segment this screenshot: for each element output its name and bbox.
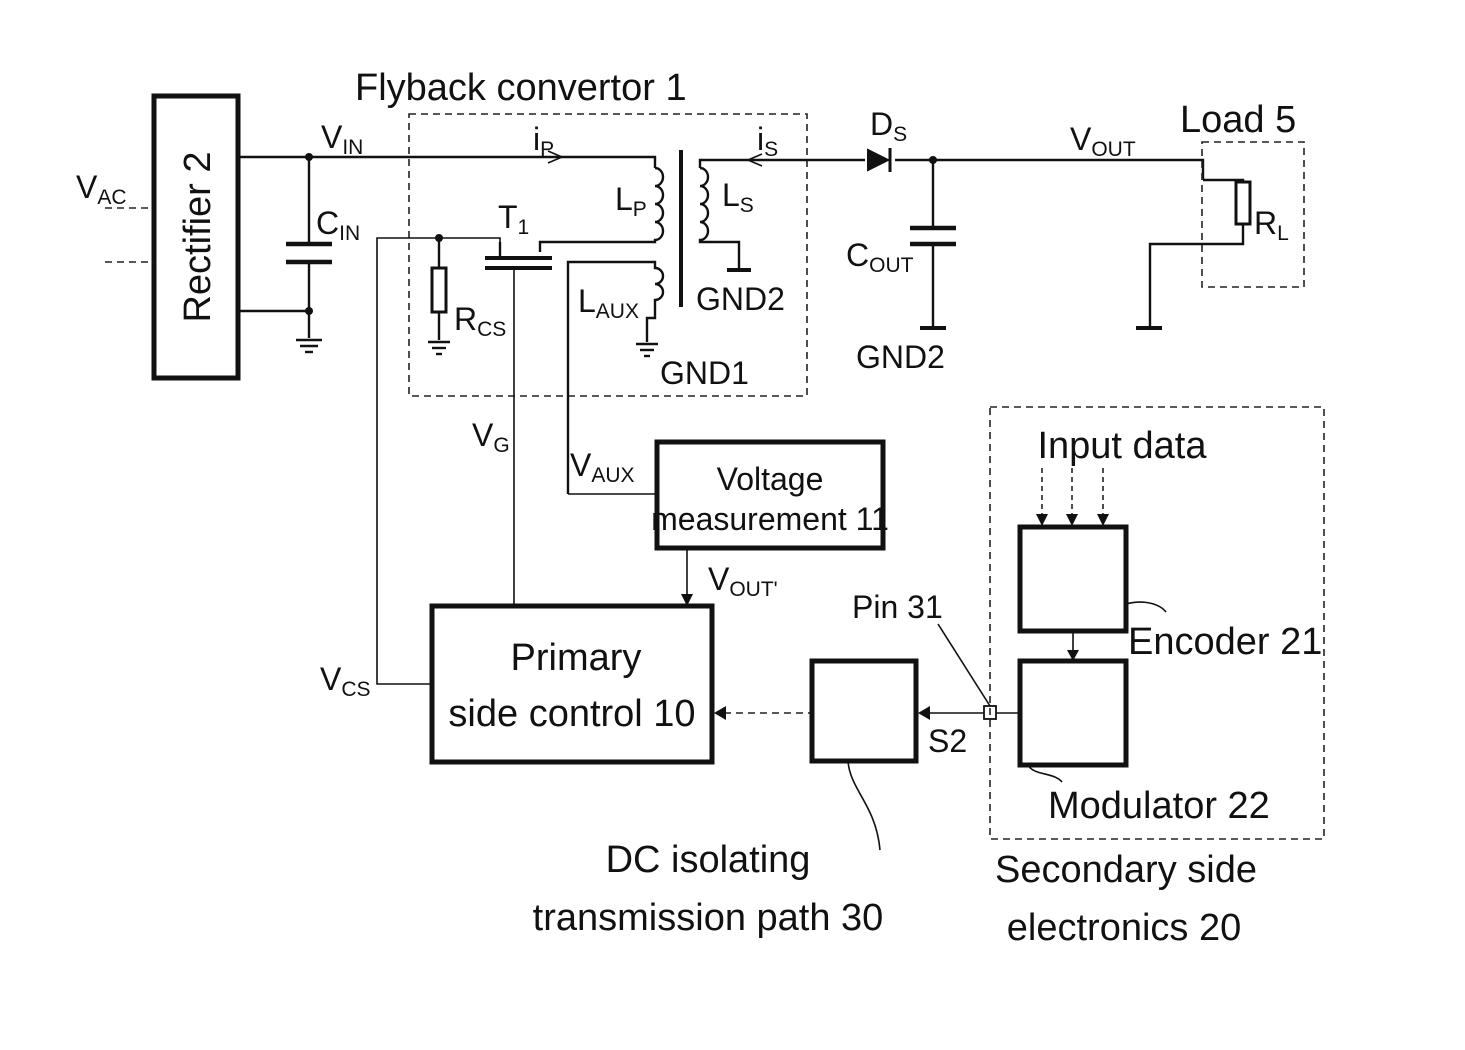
primary-side-control-label-line1: Primary [511,637,642,679]
gnd2-transformer-label: GND2 [696,281,785,317]
vout-measured-label: VOUT' [708,561,778,601]
dc-isolating-path-block [812,661,916,761]
ip-label: iP [533,121,554,161]
t1-label: T1 [498,199,529,239]
modulator-label: Modulator 22 [1048,785,1270,827]
ground-symbol-gnd1 [636,344,658,356]
rectifier-label: Rectifier 2 [177,151,219,322]
primary-side-control-label-line2: side control 10 [448,693,695,735]
modulator-leader [1028,765,1062,782]
rl-label: RL [1254,205,1289,245]
primary-side-control-block [432,606,712,762]
vg-label: VG [472,417,510,457]
ls-label: LS [722,177,754,217]
secondary-side-label-line1: Secondary side [995,849,1257,891]
input-data-arrows [1036,468,1109,526]
s2-label: S2 [928,723,967,759]
vaux-label: VAUX [570,447,635,487]
laux-label: LAUX [578,283,639,323]
cin-label: CIN [316,205,360,245]
lp-label: LP [615,181,647,221]
secondary-side-label-line2: electronics 20 [1007,907,1241,949]
is-label: iS [757,121,778,161]
flyback-convertor-label: Flyback convertor 1 [355,67,687,109]
load-resistor-rl [1236,182,1250,224]
encoder-label: Encoder 21 [1128,621,1322,663]
ground-symbol-rcs [428,342,450,354]
encoder-leader [1126,602,1166,612]
voltage-measurement-label-line1: Voltage [717,461,824,497]
diode-ds [868,148,890,172]
pin-31-label: Pin 31 [852,589,943,625]
ground-symbol-cin [296,340,322,352]
vcs-label: VCS [320,661,371,701]
vac-label: VAC [76,169,127,209]
dc-path-leader [848,761,880,850]
load-region [1202,142,1304,287]
feedback-arrow [714,706,726,720]
load-label: Load 5 [1180,99,1296,141]
rectifier-return-node [305,307,313,315]
dc-path-label-line2: transmission path 30 [533,897,884,939]
rcs-label: RCS [454,301,506,341]
input-data-label: Input data [1037,425,1207,467]
vout-label: VOUT [1070,121,1136,161]
pin-31-leader [938,624,990,706]
gnd1-label: GND1 [660,355,749,391]
dc-path-label-line1: DC isolating [606,839,811,881]
voltage-measurement-label-line2: measurement 11 [651,501,889,537]
encoder-block [1020,527,1126,631]
gnd2-output-label: GND2 [856,339,945,375]
sense-resistor-rcs [432,268,446,312]
vin-bus-wire [238,157,655,168]
vin-label: VIN [321,119,363,159]
secondary-output-wire [700,160,1203,180]
ds-label: DS [870,106,907,146]
load-wire [1150,180,1243,326]
modulator-block [1020,661,1126,765]
cout-label: COUT [846,237,914,277]
s2-arrow [918,706,930,720]
